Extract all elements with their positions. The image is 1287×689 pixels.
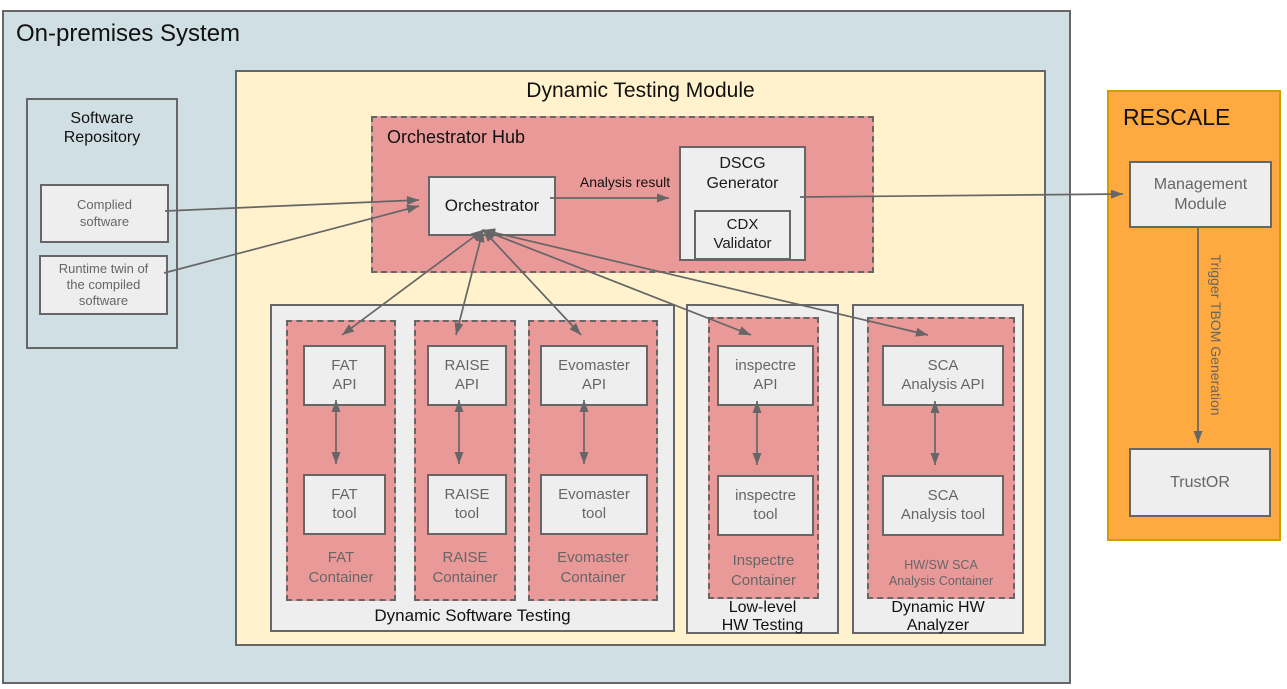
- trustor-node: TrustOR: [1129, 448, 1271, 517]
- orchestrator-node: Orchestrator: [428, 176, 556, 236]
- dscg-generator-node: DSCG Generator CDX Validator: [679, 146, 806, 261]
- sca-analysis-tool-node: SCA Analysis tool: [882, 475, 1004, 536]
- fat-tool-node: FAT tool: [303, 474, 386, 535]
- fat-container-label: FAT Container: [308, 549, 374, 586]
- on-premises-title: On-premises System: [16, 20, 241, 47]
- raise-tool-node: RAISE tool: [427, 474, 507, 535]
- trigger-tbom-label: Trigger TBOM Generation: [1208, 254, 1224, 416]
- orchestrator-hub-title: Orchestrator Hub: [387, 127, 526, 147]
- dynamic-hw-analyzer-title: Dynamic HW Analyzer: [891, 599, 985, 635]
- software-repository-box: Software Repository Complied software Ru…: [26, 98, 178, 349]
- fat-container-box: FAT API FAT tool FAT Container: [286, 320, 396, 601]
- dynamic-testing-module-box: Dynamic Testing Module Orchestrator Hub …: [235, 70, 1046, 646]
- orchestrator-hub-box: Orchestrator Hub Orchestrator Analysis r…: [371, 116, 874, 273]
- sca-analysis-container-box: SCA Analysis API SCA Analysis tool HW/SW…: [867, 317, 1015, 599]
- management-module-node: Management Module: [1129, 161, 1272, 228]
- cdx-validator-node: CDX Validator: [694, 210, 791, 260]
- inspectre-api-node: inspectre API: [717, 345, 814, 406]
- dynamic-hw-analyzer-box: SCA Analysis API SCA Analysis tool HW/SW…: [852, 304, 1024, 634]
- evomaster-container-box: Evomaster API Evomaster tool Evomaster C…: [528, 320, 658, 601]
- inspectre-container-label: Inspectre Container: [730, 552, 797, 589]
- evomaster-tool-node: Evomaster tool: [540, 474, 648, 535]
- sca-analysis-api-node: SCA Analysis API: [882, 345, 1004, 406]
- complied-software-node: Complied software: [40, 184, 169, 243]
- rescale-box: RESCALE Management Module TrustOR: [1107, 90, 1281, 541]
- evomaster-api-node: Evomaster API: [540, 345, 648, 406]
- dynamic-testing-module-title: Dynamic Testing Module: [526, 79, 755, 102]
- low-level-hw-testing-title: Low-level HW Testing: [721, 599, 804, 635]
- on-premises-system-box: On-premises System Software Repository C…: [2, 10, 1071, 684]
- evomaster-container-label: Evomaster Container: [557, 549, 629, 586]
- raise-api-node: RAISE API: [427, 345, 507, 406]
- raise-container-box: RAISE API RAISE tool RAISE Container: [414, 320, 516, 601]
- fat-api-node: FAT API: [303, 345, 386, 406]
- inspectre-container-box: inspectre API inspectre tool Inspectre C…: [708, 317, 819, 599]
- analysis-result-label: Analysis result: [579, 174, 671, 190]
- raise-container-label: RAISE Container: [432, 549, 498, 586]
- inspectre-tool-node: inspectre tool: [717, 475, 814, 536]
- dynamic-software-testing-title: Dynamic Software Testing: [374, 606, 571, 625]
- software-repository-title: Software Repository: [63, 110, 141, 147]
- dscg-generator-label: DSCG Generator: [706, 155, 779, 192]
- runtime-twin-node: Runtime twin of the compiled software: [39, 255, 168, 315]
- low-level-hw-testing-box: inspectre API inspectre tool Inspectre C…: [686, 304, 839, 634]
- dynamic-software-testing-box: FAT API FAT tool FAT Container RAISE API…: [270, 304, 675, 632]
- rescale-title: RESCALE: [1123, 104, 1231, 130]
- sca-analysis-container-label: HW/SW SCA Analysis Container: [888, 558, 994, 589]
